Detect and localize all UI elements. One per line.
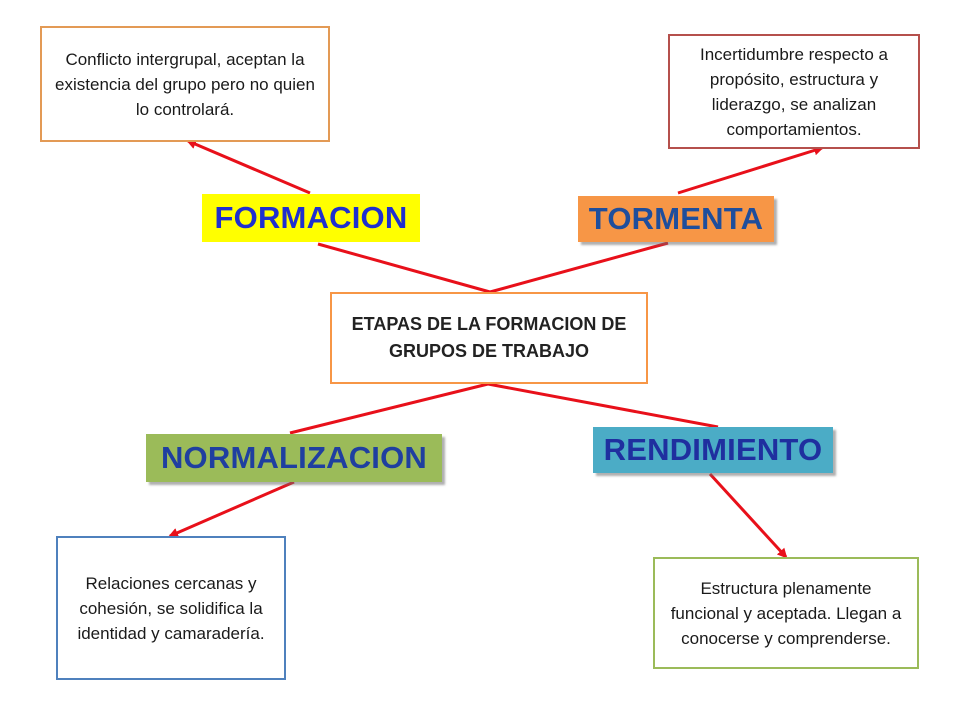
- center-title: ETAPAS DE LA FORMACION DE GRUPOS DE TRAB…: [330, 292, 648, 384]
- desc-rendimiento: Estructura plenamente funcional y acepta…: [653, 557, 919, 669]
- stage-normalizacion: NORMALIZACION: [146, 434, 442, 482]
- arrow-tormenta-desc: [677, 145, 824, 195]
- line-center-normalizacion: [289, 382, 489, 435]
- arrow-formacion-desc: [186, 139, 311, 195]
- desc-formacion: Conflicto intergrupal, aceptan la existe…: [40, 26, 330, 142]
- stage-formacion: FORMACION: [202, 194, 420, 242]
- desc-tormenta: Incertidumbre respecto a propósito, estr…: [668, 34, 920, 149]
- stage-rendimiento: RENDIMIENTO: [593, 427, 833, 473]
- stage-tormenta: TORMENTA: [578, 196, 774, 242]
- desc-normalizacion: Relaciones cercanas y cohesión, se solid…: [56, 536, 286, 680]
- line-center-tormenta: [489, 241, 669, 294]
- line-center-rendimiento: [487, 382, 719, 429]
- arrow-rendimiento-desc: [708, 472, 788, 559]
- line-center-formacion: [317, 242, 491, 294]
- arrow-normalizacion-desc: [168, 480, 295, 538]
